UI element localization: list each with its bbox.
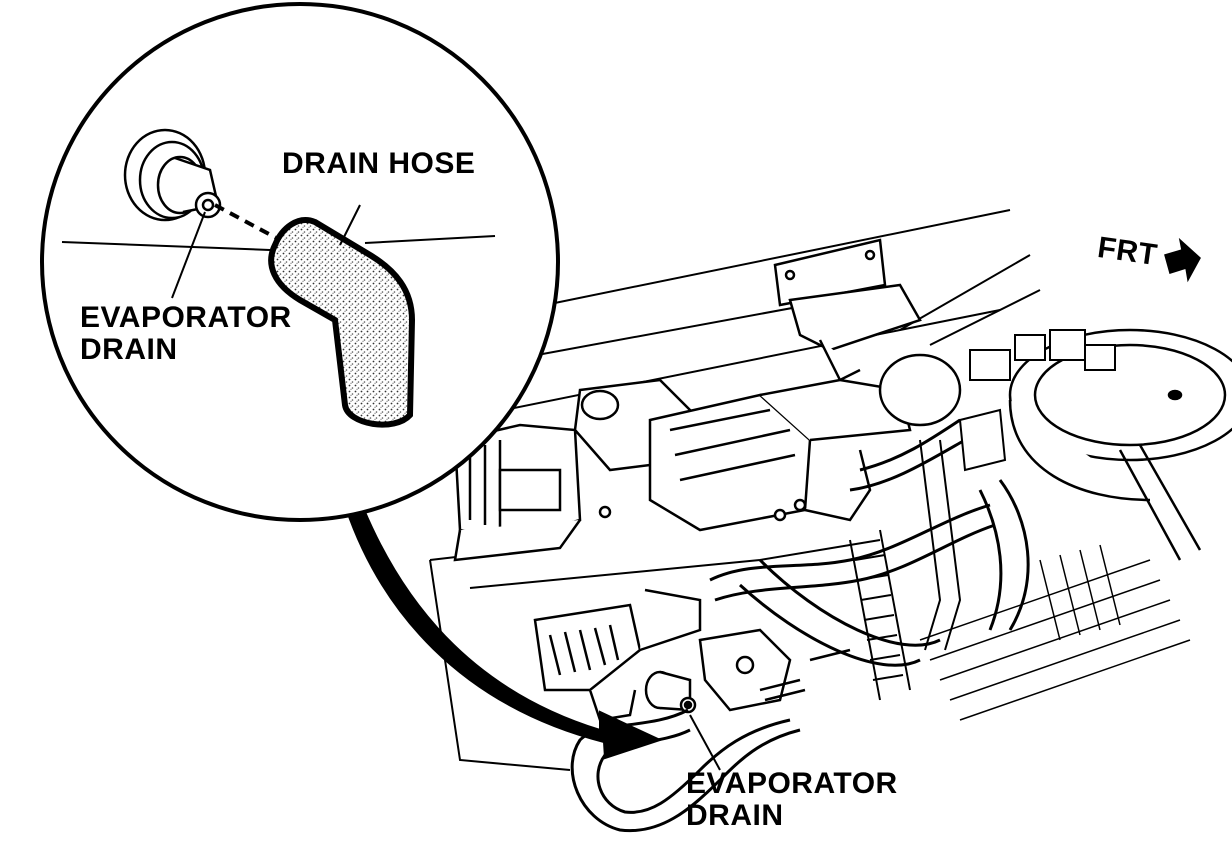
sensor-cluster <box>958 329 1116 472</box>
main-leader-line <box>689 714 721 771</box>
inset-drain-fitting <box>123 128 222 222</box>
callout-arrow <box>343 498 663 760</box>
inset-leader-line <box>171 211 206 299</box>
hose-leader-line <box>339 204 361 246</box>
air-cleaner <box>1008 328 1232 561</box>
main-evaporator-line2: DRAIN <box>686 799 784 832</box>
actuator-housing <box>573 353 962 532</box>
inset-evaporator-line2: DRAIN <box>80 333 178 366</box>
inset-evaporator-line1: EVAPORATOR <box>80 301 292 334</box>
main-evaporator-line1: EVAPORATOR <box>686 767 898 800</box>
front-arrow-icon <box>1164 237 1201 283</box>
inset-detail <box>40 2 560 522</box>
wire-loom <box>849 439 962 701</box>
top-bracket <box>773 238 922 382</box>
drain-hose-elbow <box>268 217 416 428</box>
main-evaporator-label: EVAPORATOR DRAIN <box>686 768 898 832</box>
drain-hose-label: DRAIN HOSE <box>282 147 476 180</box>
fitting <box>698 628 851 712</box>
connector-block <box>533 588 702 722</box>
radiator <box>919 544 1191 721</box>
relay-module <box>453 423 582 562</box>
inset-evaporator-label: EVAPORATOR DRAIN <box>80 302 292 366</box>
evaporator-drain-nipple <box>644 670 697 714</box>
dashed-line <box>214 203 281 242</box>
